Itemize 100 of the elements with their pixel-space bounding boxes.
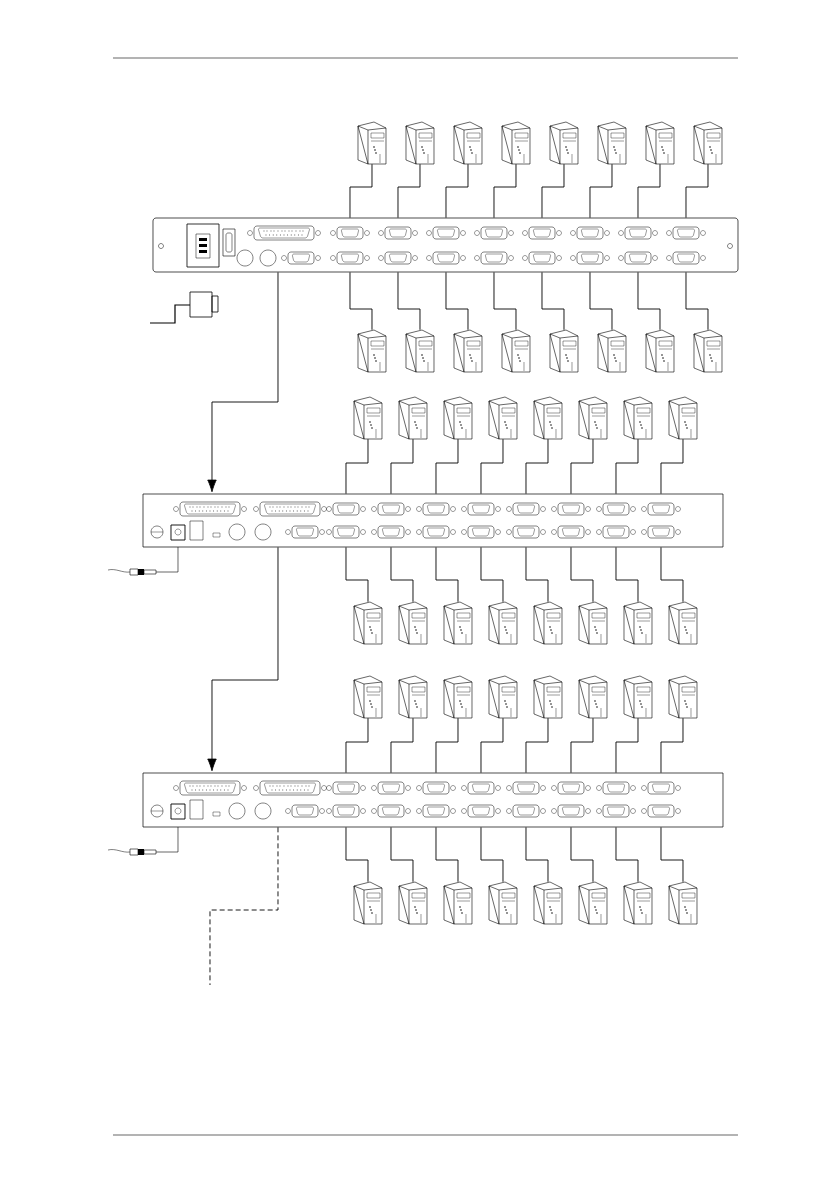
cable [660,717,684,774]
cable [493,163,517,219]
cable [349,271,373,331]
cable [345,438,369,495]
computer-drawing [623,881,653,925]
computer-drawing [501,121,531,165]
cable [493,271,517,331]
computer-drawing [357,329,387,373]
cable [685,163,709,219]
kvm-switch-drawing [152,217,739,273]
computer-drawing [443,881,473,925]
computer-drawing [533,881,563,925]
computer-drawing [398,396,428,440]
computer-drawing [623,601,653,645]
cable [390,438,414,495]
computer-drawing [549,121,579,165]
cable [637,271,661,331]
computer-drawing [533,396,563,440]
cable [615,438,639,495]
computer-drawing [597,329,627,373]
computer-drawing [443,601,473,645]
cable [525,717,549,774]
computer-drawing [645,329,675,373]
cable [685,271,709,331]
computer-drawing [488,601,518,645]
computer-drawing [533,675,563,719]
computer-drawing [693,121,723,165]
computer-drawing [353,601,383,645]
cable [390,717,414,774]
cable [525,438,549,495]
cable [435,826,459,883]
computer-drawing [623,675,653,719]
kvm-switch-drawing [142,772,724,828]
computer-drawing [488,881,518,925]
cable [349,163,373,219]
cable [615,826,639,883]
computer-drawing [488,396,518,440]
cable [345,546,369,603]
computer-drawing [668,881,698,925]
cable [480,826,504,883]
computer-drawing [501,329,531,373]
computer-drawing [645,121,675,165]
cable [660,546,684,603]
cable [345,717,369,774]
computer-drawing [405,329,435,373]
cable [390,546,414,603]
cable [660,826,684,883]
computer-drawing [453,121,483,165]
cable [541,163,565,219]
computer-drawing [693,329,723,373]
cable [660,438,684,495]
computer-drawing [398,601,428,645]
cable [589,271,613,331]
cable [570,717,594,774]
computer-drawing [443,396,473,440]
computer-drawing [488,675,518,719]
kvm-switch-drawing [142,493,724,548]
cable [525,546,549,603]
cable [570,438,594,495]
cable [570,826,594,883]
computer-drawing [623,396,653,440]
computer-drawing [398,675,428,719]
computer-drawing [668,396,698,440]
computer-drawing [668,675,698,719]
cable [480,546,504,603]
computer-drawing [357,121,387,165]
cable [397,271,421,331]
computer-drawing [353,396,383,440]
cable [397,163,421,219]
computer-drawing [443,675,473,719]
computer-drawing [578,396,608,440]
cable [435,717,459,774]
computer-drawing [405,121,435,165]
cable [525,826,549,883]
cable [445,163,469,219]
daisy-chain-cable [207,271,279,493]
daisy-chain-cable [207,546,279,772]
computer-drawing [353,881,383,925]
computer-drawing [578,881,608,925]
cable [480,717,504,774]
computer-drawing [453,329,483,373]
computer-drawing [668,601,698,645]
cable [615,717,639,774]
cable [435,546,459,603]
daisy-chain-cable [209,826,279,986]
cable [589,163,613,219]
computer-drawing [533,601,563,645]
computer-drawing [597,121,627,165]
cable [390,826,414,883]
cable [570,546,594,603]
computer-drawing [398,881,428,925]
cable [445,271,469,331]
computer-drawing [578,675,608,719]
cable [541,271,565,331]
cable [637,163,661,219]
cable [435,438,459,495]
computer-drawing [353,675,383,719]
computer-drawing [578,601,608,645]
computer-drawing [549,329,579,373]
cable [345,826,369,883]
